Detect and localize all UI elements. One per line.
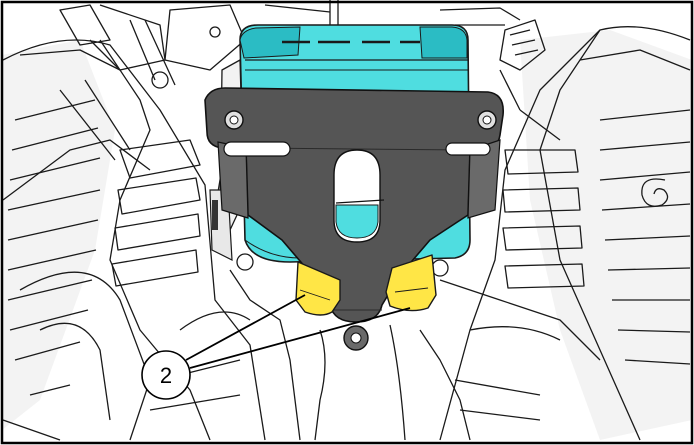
callout-label: 2 bbox=[160, 363, 172, 388]
mounting-bracket bbox=[204, 87, 505, 351]
leader-line-right bbox=[189, 307, 411, 369]
connector-right bbox=[385, 254, 437, 312]
callout-2: 2 bbox=[141, 294, 411, 400]
electrical-connectors bbox=[295, 254, 437, 316]
callout-circle bbox=[141, 350, 191, 400]
leader-line-left bbox=[185, 294, 306, 361]
connector-left bbox=[295, 261, 341, 316]
